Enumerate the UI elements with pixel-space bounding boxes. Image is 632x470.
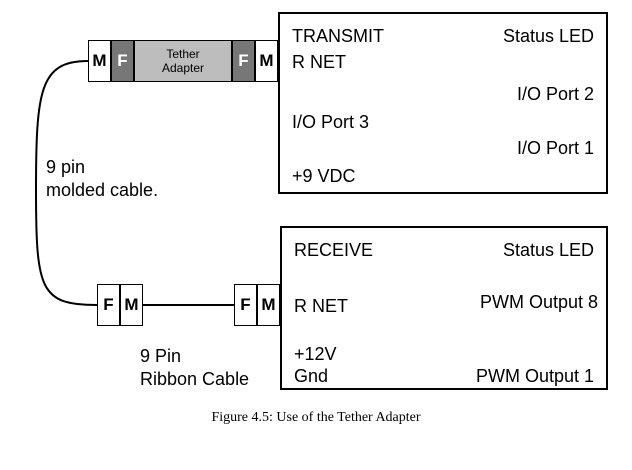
ribbon-right-m-connector: M	[257, 284, 280, 326]
transmit-box: TRANSMIT Status LED R NET I/O Port 2 I/O…	[278, 12, 608, 194]
tether-adapter-label-2: Adapter	[161, 61, 205, 75]
transmit-status-led: Status LED	[502, 26, 594, 46]
transmit-io-port-3: I/O Port 3	[292, 112, 370, 132]
receive-power: +12V	[294, 344, 337, 364]
ribbon-right-f-connector: F	[234, 284, 257, 326]
molded-cable-label-1: 9 pin	[46, 157, 86, 177]
receive-pwm-output-1: PWM Output 1	[475, 366, 594, 386]
ribbon-cable-label-1: 9 Pin	[140, 346, 182, 366]
receive-title: RECEIVE	[294, 240, 374, 260]
ribbon-left-m-connector: M	[120, 284, 143, 326]
figure-caption: Figure 4.5: Use of the Tether Adapter	[211, 410, 421, 425]
tether-right-m-connector: M	[255, 40, 278, 82]
tether-adapter-body: Tether Adapter	[134, 40, 232, 82]
transmit-title: TRANSMIT	[292, 26, 384, 46]
receive-rnet: R NET	[294, 296, 348, 316]
receive-status-led: Status LED	[502, 240, 594, 260]
tether-left-f-connector: F	[111, 40, 134, 82]
ribbon-left-f-connector: F	[97, 284, 120, 326]
tether-left-m-connector: M	[88, 40, 111, 82]
molded-cable-label-2: molded cable.	[46, 180, 159, 200]
ribbon-cable-label-2: Ribbon Cable	[140, 369, 250, 389]
receive-pwm-output-8: PWM Output 8	[479, 292, 598, 312]
tether-adapter-label-1: Tether	[166, 47, 200, 61]
receive-box: RECEIVE Status LED R NET PWM Output 8 +1…	[280, 226, 608, 390]
transmit-io-port-2: I/O Port 2	[516, 84, 594, 104]
transmit-io-port-1: I/O Port 1	[516, 138, 594, 158]
tether-right-f-connector: F	[232, 40, 255, 82]
transmit-power: +9 VDC	[292, 166, 356, 186]
receive-gnd: Gnd	[294, 366, 329, 386]
molded-cable-wire	[34, 60, 98, 306]
transmit-rnet: R NET	[292, 52, 346, 72]
